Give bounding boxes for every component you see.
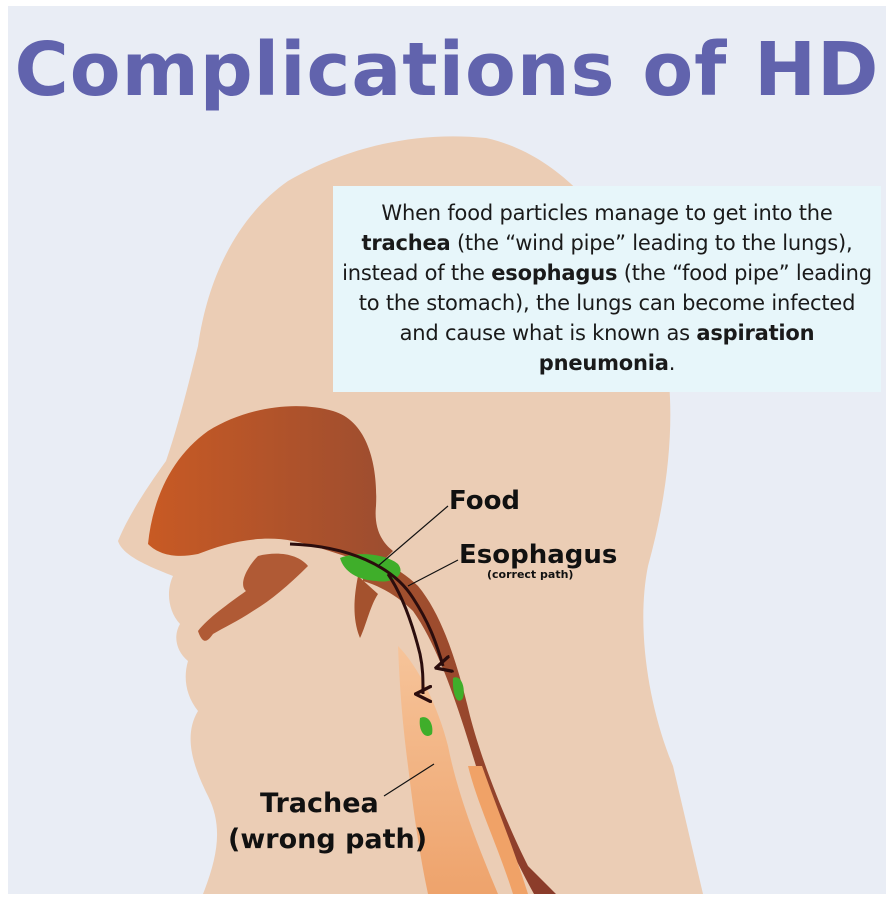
label-esophagus-note: (correct path) [487, 568, 573, 581]
callout-text-4: . [669, 351, 675, 375]
callout-term-trachea: trachea [361, 231, 450, 255]
label-trachea-note: (wrong path) [228, 824, 427, 855]
label-esophagus: Esophagus [459, 540, 617, 570]
diagram-canvas: Complications of HD [8, 6, 886, 894]
callout-term-esophagus: esophagus [491, 261, 617, 285]
anatomy-illustration [8, 6, 886, 894]
info-callout: When food particles manage to get into t… [333, 186, 881, 392]
label-trachea: Trachea [260, 788, 379, 819]
callout-text-1: When food particles manage to get into t… [381, 201, 832, 225]
label-food: Food [449, 486, 520, 516]
